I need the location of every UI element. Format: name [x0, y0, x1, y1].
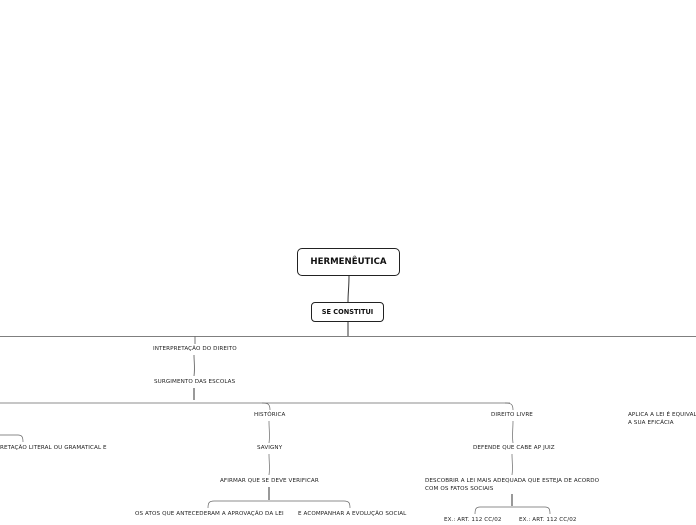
node-descobrir-a-lei[interactable]: DESCOBRIR A LEI MAIS ADEQUADA QUE ESTEJA… [425, 478, 601, 493]
node-defende-que-cabe-ao-juiz[interactable]: DEFENDE QUE CABE AP JUIZ [473, 445, 555, 453]
connector-ex1 [475, 507, 480, 514]
node-direito-livre[interactable]: DIREITO LIVRE [491, 412, 533, 420]
node-savigny[interactable]: SAVIGNY [257, 445, 282, 453]
root-node-label: HERMENÊUTICA [310, 257, 386, 267]
connector-historica [262, 403, 270, 410]
node-se-constitui[interactable]: SE CONSTITUI [311, 302, 384, 322]
node-aplica-a-lei[interactable]: APLICA A LEI É EQUIVAL A SUA EFICÁCIA [628, 412, 696, 427]
connector-literal [0, 435, 23, 442]
node-afirmar-que-se-deve-verificar[interactable]: AFIRMAR QUE SE DEVE VERIFICAR [220, 478, 319, 486]
node-atos-que-antecederam[interactable]: OS ATOS QUE ANTECEDERAM A APROVAÇÃO DA L… [135, 511, 284, 519]
node-historica[interactable]: HISTÓRICA [254, 412, 285, 420]
node-exemplo-art-112-a[interactable]: EX.: ART. 112 CC/02 [444, 517, 502, 525]
connector-direito-livre [505, 403, 513, 410]
connector-acompanhar [344, 501, 350, 508]
node-se-constitui-label: SE CONSTITUI [322, 308, 374, 316]
node-exemplo-art-112-b[interactable]: EX.: ART. 112 CC/02 [519, 517, 577, 525]
node-interpretacao-do-direito[interactable]: INTERPRETAÇÃO DO DIREITO [153, 346, 237, 354]
node-interpretacao-literal[interactable]: RETAÇÃO LITERAL OU GRAMATICAL E [0, 445, 107, 453]
connector-root-seconstitui [348, 276, 349, 302]
connector-atos [208, 501, 214, 508]
root-node-hermeneutica[interactable]: HERMENÊUTICA [297, 248, 400, 276]
connector-ex2 [545, 507, 550, 514]
node-acompanhar-evolucao-social[interactable]: E ACOMPANHAR A EVOLUÇÃO SOCIAL [298, 511, 406, 519]
node-surgimento-das-escolas[interactable]: SURGIMENTO DAS ESCOLAS [154, 379, 235, 387]
